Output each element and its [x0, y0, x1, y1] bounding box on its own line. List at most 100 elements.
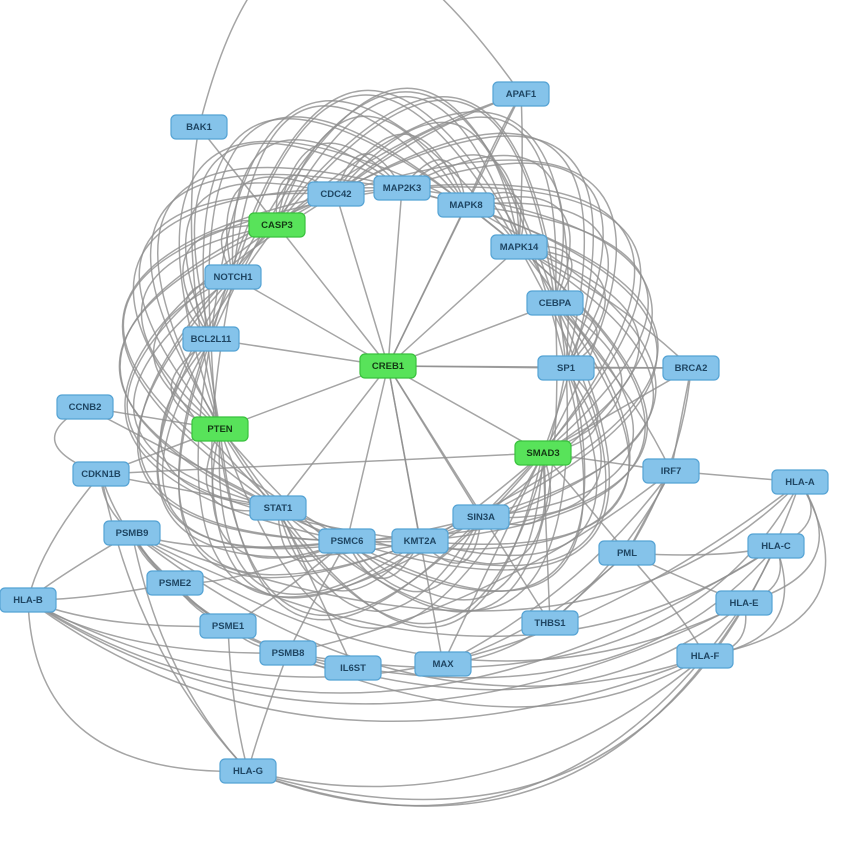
node-CDKN1B[interactable]: CDKN1B — [72, 461, 130, 487]
gene-node-box-CEBPA[interactable] — [526, 290, 584, 316]
node-CCNB2[interactable]: CCNB2 — [56, 394, 114, 420]
edge-APAF1-MAPK14 — [518, 93, 523, 248]
node-SMAD3[interactable]: SMAD3 — [514, 440, 572, 466]
node-MAP2K3[interactable]: MAP2K3 — [373, 175, 431, 201]
gene-node-box-CDKN1B[interactable] — [72, 461, 130, 487]
edge-PSMB9-HLA-C — [131, 532, 777, 638]
ring-edge — [346, 302, 611, 571]
node-PSMC6[interactable]: PSMC6 — [318, 528, 376, 554]
node-MAPK8[interactable]: MAPK8 — [437, 192, 495, 218]
ring-edge — [335, 116, 557, 304]
ring-edge — [138, 192, 337, 430]
node-IRF7[interactable]: IRF7 — [642, 458, 700, 484]
hub-node-box-SMAD3[interactable] — [514, 440, 572, 466]
node-APAF1[interactable]: APAF1 — [492, 81, 550, 107]
gene-node-box-HLA-E[interactable] — [715, 590, 773, 616]
gene-node-box-BRCA2[interactable] — [662, 355, 720, 381]
gene-node-box-HLA-A[interactable] — [771, 469, 829, 495]
gene-node-box-PSMB8[interactable] — [259, 640, 317, 666]
ring-edge — [480, 302, 635, 518]
node-HLA-B[interactable]: HLA-B — [0, 587, 57, 613]
gene-node-box-THBS1[interactable] — [521, 610, 579, 636]
spoke-CREB1-SMAD3 — [387, 365, 544, 454]
gene-node-box-MAPK8[interactable] — [437, 192, 495, 218]
node-PTEN[interactable]: PTEN — [191, 416, 249, 442]
node-NOTCH1[interactable]: NOTCH1 — [204, 264, 262, 290]
gene-node-box-HLA-F[interactable] — [676, 643, 734, 669]
node-HLA-F[interactable]: HLA-F — [676, 643, 734, 669]
node-MAPK14[interactable]: MAPK14 — [490, 234, 548, 260]
hub-node-box-PTEN[interactable] — [191, 416, 249, 442]
ring-edge — [401, 187, 653, 518]
edge-CCNB2-STAT1 — [84, 406, 279, 509]
edge-CDKN1B-HLA-B — [27, 473, 102, 601]
gene-node-box-SP1[interactable] — [537, 355, 595, 381]
gene-node-box-SIN3A[interactable] — [452, 504, 510, 530]
gene-node-box-IL6ST[interactable] — [324, 655, 382, 681]
gene-node-box-HLA-C[interactable] — [747, 533, 805, 559]
node-BAK1[interactable]: BAK1 — [170, 114, 228, 140]
gene-node-box-CCNB2[interactable] — [56, 394, 114, 420]
hub-node-box-CREB1[interactable] — [359, 353, 417, 379]
node-STAT1[interactable]: STAT1 — [249, 495, 307, 521]
edge-CDKN1B-SMAD3 — [100, 452, 544, 475]
gene-node-box-BAK1[interactable] — [170, 114, 228, 140]
gene-node-box-MAPK14[interactable] — [490, 234, 548, 260]
gene-node-box-CDC42[interactable] — [307, 181, 365, 207]
node-SP1[interactable]: SP1 — [537, 355, 595, 381]
gene-node-box-PSMC6[interactable] — [318, 528, 376, 554]
node-CREB1[interactable]: CREB1 — [359, 353, 417, 379]
gene-node-box-NOTCH1[interactable] — [204, 264, 262, 290]
gene-node-box-HLA-B[interactable] — [0, 587, 57, 613]
gene-node-box-PSME2[interactable] — [146, 570, 204, 596]
node-CDC42[interactable]: CDC42 — [307, 181, 365, 207]
ring-edge — [152, 276, 234, 430]
node-HLA-E[interactable]: HLA-E — [715, 590, 773, 616]
gene-node-box-IRF7[interactable] — [642, 458, 700, 484]
ring-edge — [208, 116, 467, 340]
node-BRCA2[interactable]: BRCA2 — [662, 355, 720, 381]
node-PSME1[interactable]: PSME1 — [199, 613, 257, 639]
edge-CDKN1B-STAT1 — [100, 473, 279, 509]
spoke-CREB1-NOTCH1 — [232, 276, 389, 367]
node-HLA-G[interactable]: HLA-G — [219, 758, 277, 784]
node-HLA-A[interactable]: HLA-A — [771, 469, 829, 495]
ring-edge — [401, 154, 564, 304]
node-CASP3[interactable]: CASP3 — [248, 212, 306, 238]
gene-node-box-MAP2K3[interactable] — [373, 175, 431, 201]
ring-edge — [480, 246, 655, 518]
node-CEBPA[interactable]: CEBPA — [526, 290, 584, 316]
edge-HLA-G-PSME1 — [227, 625, 249, 772]
ring-edge — [401, 183, 636, 454]
node-SIN3A[interactable]: SIN3A — [452, 504, 510, 530]
gene-node-box-STAT1[interactable] — [249, 495, 307, 521]
gene-node-box-PSMB9[interactable] — [103, 520, 161, 546]
ring-edge — [518, 246, 640, 454]
spoke-CREB1-MAX — [387, 365, 444, 665]
gene-node-box-BCL2L11[interactable] — [182, 326, 240, 352]
gene-node-box-PML[interactable] — [598, 540, 656, 566]
gene-node-box-APAF1[interactable] — [492, 81, 550, 107]
node-IL6ST[interactable]: IL6ST — [324, 655, 382, 681]
node-KMT2A[interactable]: KMT2A — [391, 528, 449, 554]
hub-node-box-CASP3[interactable] — [248, 212, 306, 238]
gene-node-box-MAX[interactable] — [414, 651, 472, 677]
edge-HLA-F-HLA-G — [247, 655, 706, 788]
node-PSME2[interactable]: PSME2 — [146, 570, 204, 596]
edge-IRF7-MAX — [442, 470, 672, 665]
ring-edge — [119, 193, 348, 542]
gene-node-box-KMT2A[interactable] — [391, 528, 449, 554]
node-HLA-C[interactable]: HLA-C — [747, 533, 805, 559]
ring-edge — [335, 159, 618, 454]
ring-edge — [149, 173, 467, 509]
node-BCL2L11[interactable]: BCL2L11 — [182, 326, 240, 352]
gene-node-box-PSME1[interactable] — [199, 613, 257, 639]
node-THBS1[interactable]: THBS1 — [521, 610, 579, 636]
ring-edge — [277, 367, 569, 612]
gene-node-box-HLA-G[interactable] — [219, 758, 277, 784]
node-MAX[interactable]: MAX — [414, 651, 472, 677]
edge-HLA-A-HLA-B — [27, 481, 801, 678]
node-PML[interactable]: PML — [598, 540, 656, 566]
node-PSMB9[interactable]: PSMB9 — [103, 520, 161, 546]
node-PSMB8[interactable]: PSMB8 — [259, 640, 317, 666]
